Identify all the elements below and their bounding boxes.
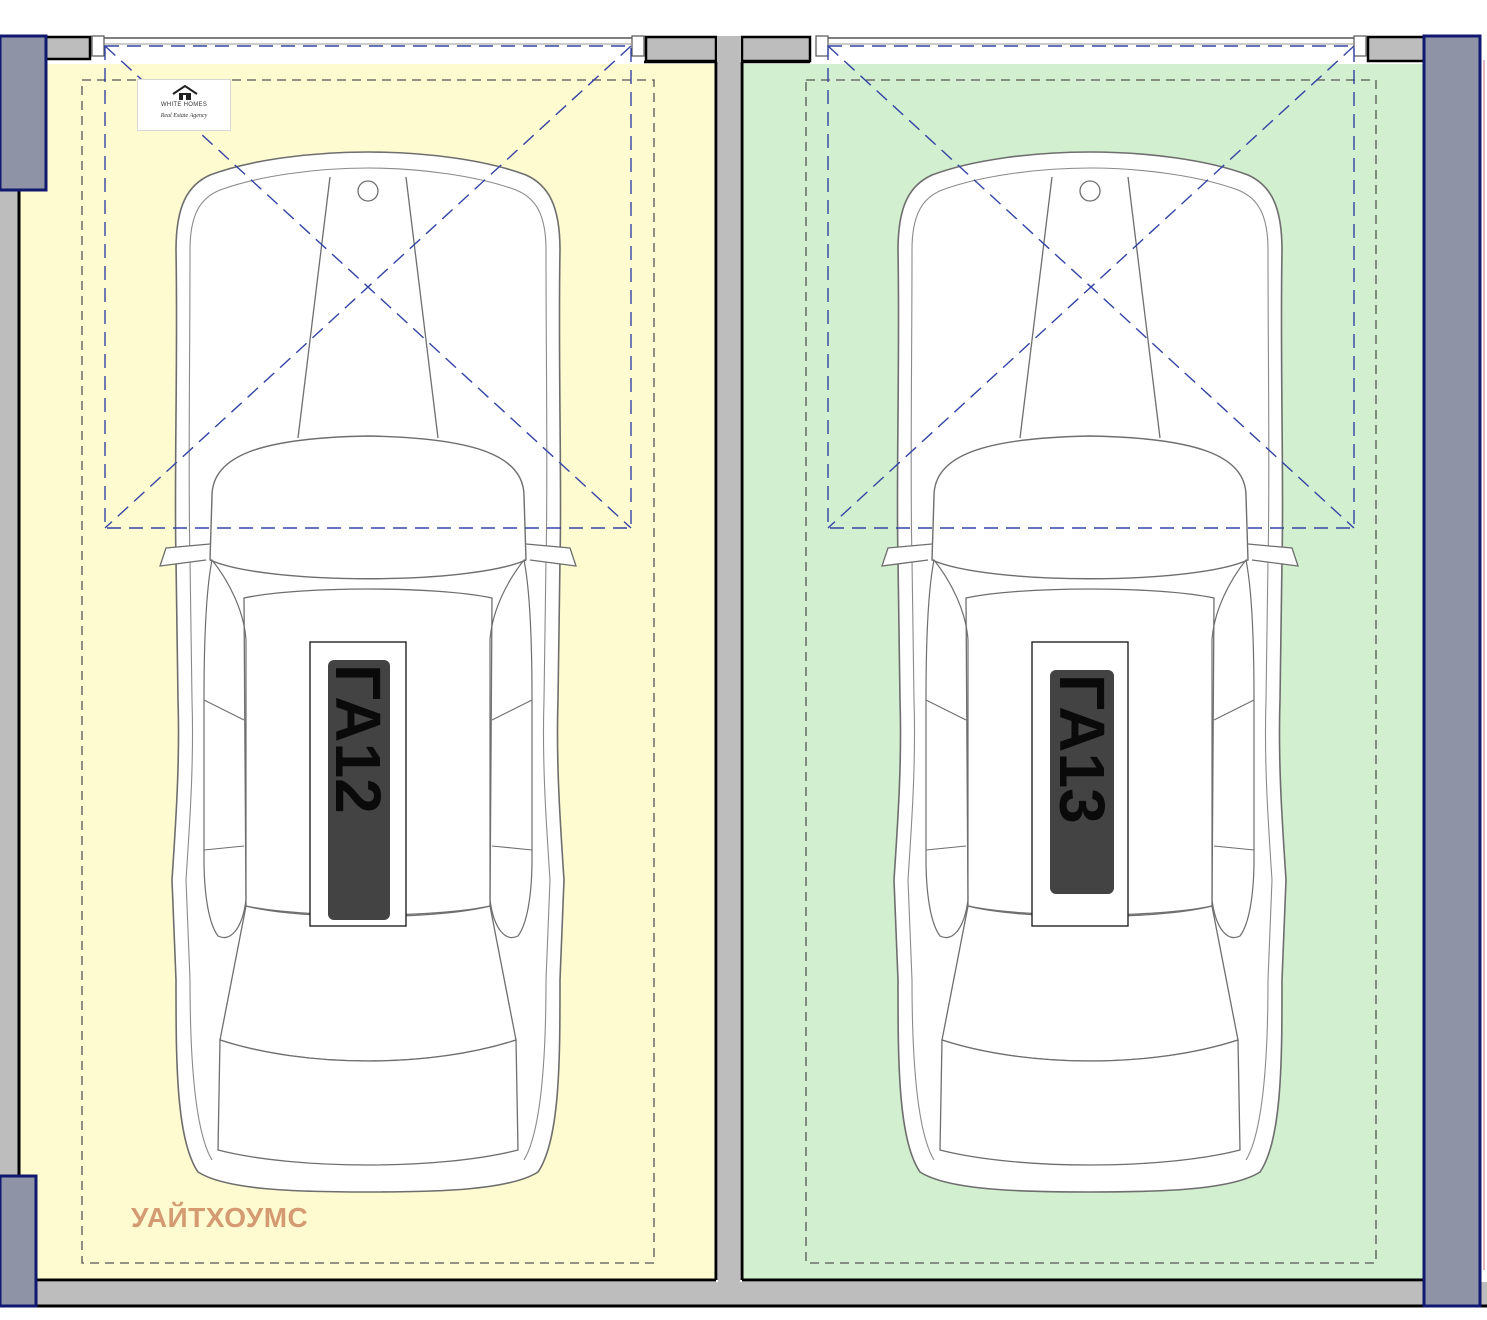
plate-text-right: ГА13 [1046,674,1118,824]
column-bottom-left [0,1174,38,1308]
house-icon [172,85,198,100]
door-clearance-right [827,45,1355,529]
wall-stub-2 [644,35,718,63]
wall-stub-3 [740,35,812,63]
garage-door-right [815,35,1367,57]
plate-text-left: ГА12 [322,664,394,814]
wall-stub-4 [1366,35,1426,63]
logo-subtitle: Real Estate Agency [160,113,208,119]
logo-name: WHITE HOMES [160,102,208,108]
parking-boundary-left [81,79,655,1264]
plate-label-right: ГА13 [1046,670,1118,894]
plate-label-left: ГА12 [322,660,394,920]
bottom-wall-band [0,1282,1487,1306]
left-wall-band [0,190,18,1176]
middle-wall-band [718,36,740,1306]
wall-stub-1 [44,35,92,61]
garage-door-left [91,35,645,57]
agency-watermark: УАЙТХОУМС [131,1202,309,1233]
agency-logo: WHITE HOMES Real Estate Agency [137,79,231,131]
column-top-left [0,34,48,192]
column-right [1422,34,1482,1308]
parking-boundary-right [805,79,1377,1264]
